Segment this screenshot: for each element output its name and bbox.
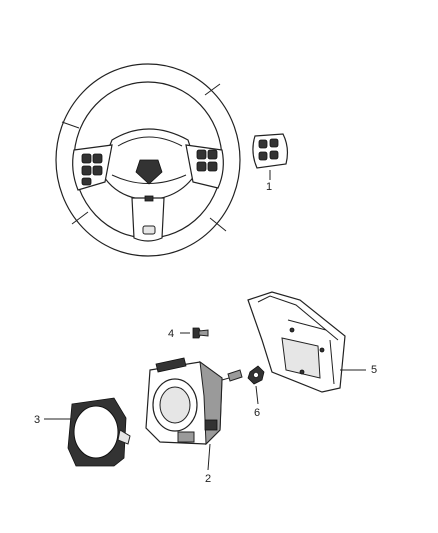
callout-5: 5 [371, 364, 377, 376]
screw [180, 327, 209, 339]
callout-1: 1 [266, 181, 272, 193]
callout-6: 6 [254, 407, 260, 419]
steering-wheel-switch [252, 133, 289, 180]
steering-wheel [55, 63, 241, 257]
callout-3: 3 [34, 414, 40, 426]
callout-4: 4 [168, 328, 174, 340]
mounting-bracket [247, 291, 366, 393]
nut [247, 365, 265, 405]
callout-2: 2 [205, 473, 211, 485]
clockspring-sensor [145, 357, 243, 471]
bezel-trim [44, 397, 131, 467]
